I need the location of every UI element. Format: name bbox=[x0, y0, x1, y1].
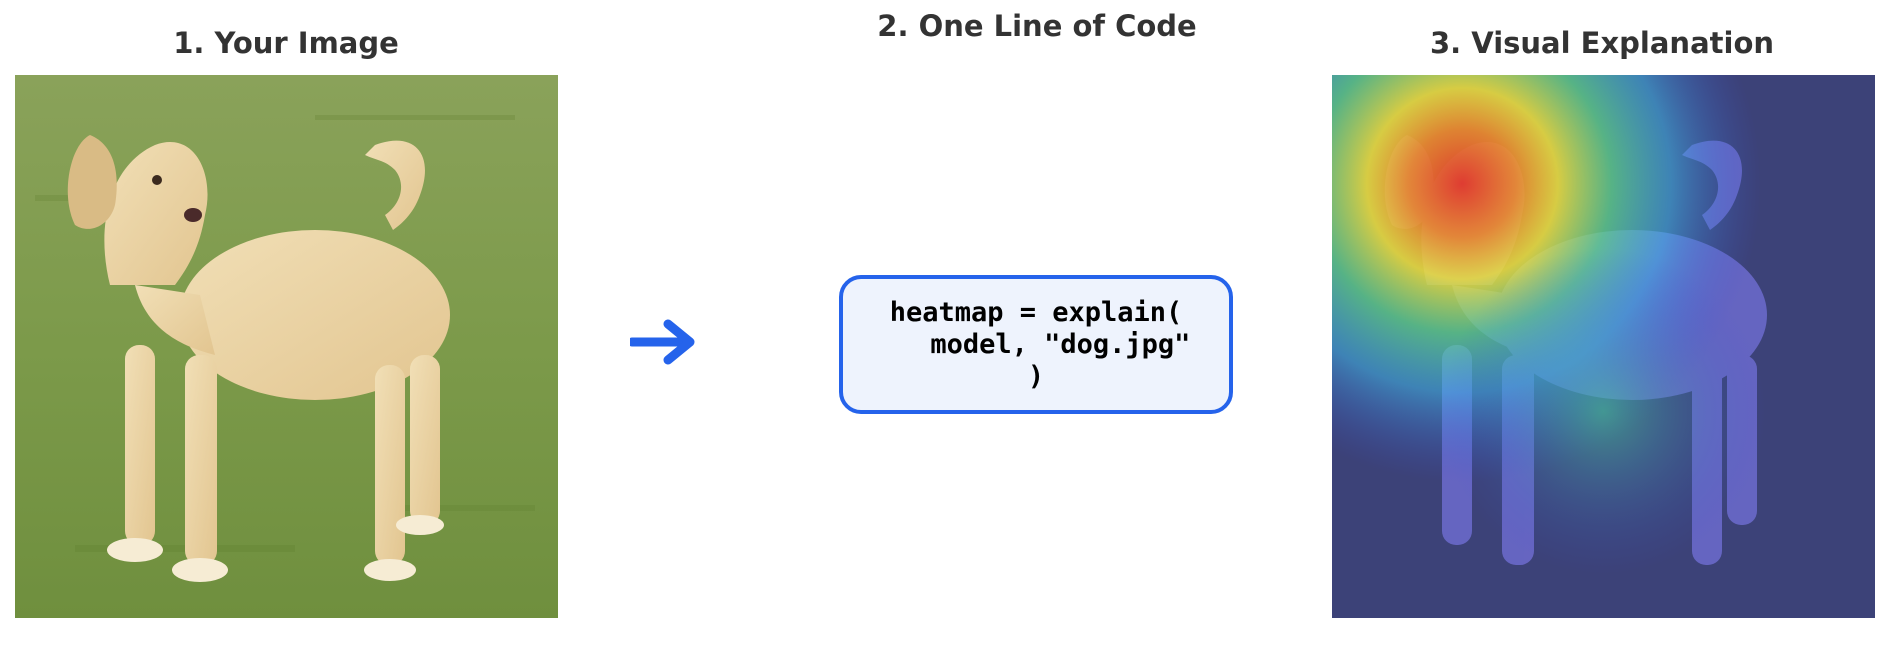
panel-title-visual-explanation: 3. Visual Explanation bbox=[1429, 26, 1775, 60]
code-line-3: ) bbox=[1027, 360, 1045, 392]
panel-title-input-image: 1. Your Image bbox=[173, 26, 399, 60]
right-arrow-icon bbox=[630, 319, 695, 365]
panel-title-code: 2. One Line of Code bbox=[877, 9, 1197, 43]
code-line-1: heatmap = explain( bbox=[889, 296, 1183, 328]
input-dog-image bbox=[15, 75, 558, 618]
dog-silhouette bbox=[67, 135, 450, 582]
code-line-2: model, "dog.jpg" bbox=[881, 328, 1191, 360]
heatmap-overlay-image bbox=[1332, 75, 1875, 618]
code-snippet-box: heatmap = explain( model, "dog.jpg" ) bbox=[839, 275, 1233, 414]
